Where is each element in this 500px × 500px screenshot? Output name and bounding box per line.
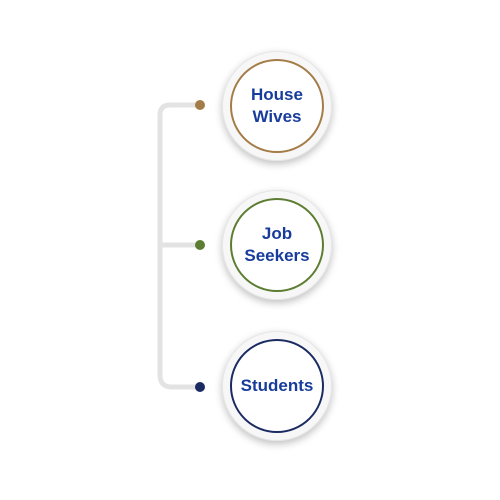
node-job-seekers: Job Seekers xyxy=(222,190,332,300)
node-ring: House Wives xyxy=(230,59,324,153)
connector-dot-students xyxy=(195,382,205,392)
node-ring: Students xyxy=(230,339,324,433)
node-ring: Job Seekers xyxy=(230,198,324,292)
node-label: Job Seekers xyxy=(244,224,310,265)
node-label: House Wives xyxy=(251,85,303,126)
connector-dot-house-wives xyxy=(195,100,205,110)
node-students: Students xyxy=(222,331,332,441)
connector-dot-job-seekers xyxy=(195,240,205,250)
node-house-wives: House Wives xyxy=(222,51,332,161)
node-label: Students xyxy=(240,376,314,395)
connector-line-top xyxy=(157,102,203,390)
